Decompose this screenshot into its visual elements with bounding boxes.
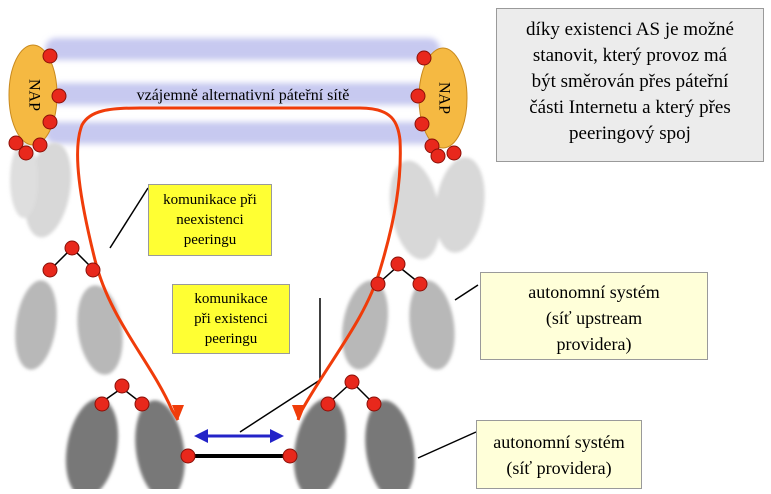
nap-right-label: NAP	[435, 82, 452, 114]
router-node	[43, 115, 57, 129]
backbone-band-3	[45, 122, 440, 144]
label-peering-line: při existenci	[173, 309, 289, 329]
router-node	[431, 149, 445, 163]
nap-left-label: NAP	[25, 79, 42, 111]
label-peering-line: komunikace	[173, 289, 289, 309]
router-node	[181, 449, 195, 463]
label-upstream-line: providera)	[481, 331, 707, 357]
router-node	[33, 138, 47, 152]
label-no-peering-line: neexistenci	[149, 210, 271, 230]
router-node	[321, 397, 335, 411]
router-node	[65, 241, 79, 255]
router-node	[345, 375, 359, 389]
label-upstream-line: (síť upstream	[481, 305, 707, 331]
cloud	[404, 277, 460, 372]
info-box: díky existenci AS je možné stanovit, kte…	[496, 8, 764, 162]
cloud	[430, 154, 491, 256]
callout-line	[455, 285, 478, 300]
label-no-peering: komunikace při neexistenci peeringu	[148, 184, 272, 256]
label-peering-line: peeringu	[173, 329, 289, 349]
info-box-line: díky existenci AS je možné	[497, 17, 763, 43]
router-node	[43, 49, 57, 63]
router-node	[367, 397, 381, 411]
router-node	[115, 379, 129, 393]
cloud	[336, 277, 395, 373]
router-node	[411, 89, 425, 103]
label-peering: komunikace při existenci peeringu	[172, 284, 290, 354]
label-upstream-as: autonomní systém (síť upstream providera…	[480, 272, 708, 360]
backbone-band-1	[45, 38, 440, 60]
callout-line	[110, 188, 148, 248]
router-node	[52, 89, 66, 103]
router-node	[43, 263, 57, 277]
label-provider-as: autonomní systém (síť providera)	[476, 420, 642, 489]
cloud	[72, 282, 128, 377]
info-box-line: části Internetu a který přes	[497, 95, 763, 121]
info-box-line: peeringový spoj	[497, 121, 763, 147]
info-box-line: být směrován přes páteřní	[497, 69, 763, 95]
router-node	[19, 146, 33, 160]
cloud	[10, 278, 62, 373]
router-nodes	[9, 49, 461, 463]
peering-arrow	[194, 429, 284, 443]
label-no-peering-line: komunikace při	[149, 190, 271, 210]
router-node	[283, 449, 297, 463]
cloud	[359, 397, 420, 489]
router-node	[86, 263, 100, 277]
info-box-line: stanovit, který provoz má	[497, 43, 763, 69]
router-node	[417, 51, 431, 65]
backbone-label: vzájemně alternativní páteřní sítě	[137, 87, 350, 104]
label-provider-line: (síť providera)	[477, 455, 641, 481]
cloud	[59, 394, 126, 489]
router-node	[135, 397, 149, 411]
router-node	[447, 146, 461, 160]
label-no-peering-line: peeringu	[149, 230, 271, 250]
router-node	[95, 397, 109, 411]
routing-path-no-peering	[78, 108, 401, 420]
router-node	[415, 117, 429, 131]
callout-line	[418, 432, 476, 458]
router-node	[413, 277, 427, 291]
router-node	[391, 257, 405, 271]
router-node	[371, 277, 385, 291]
label-upstream-line: autonomní systém	[481, 279, 707, 305]
label-provider-line: autonomní systém	[477, 429, 641, 455]
